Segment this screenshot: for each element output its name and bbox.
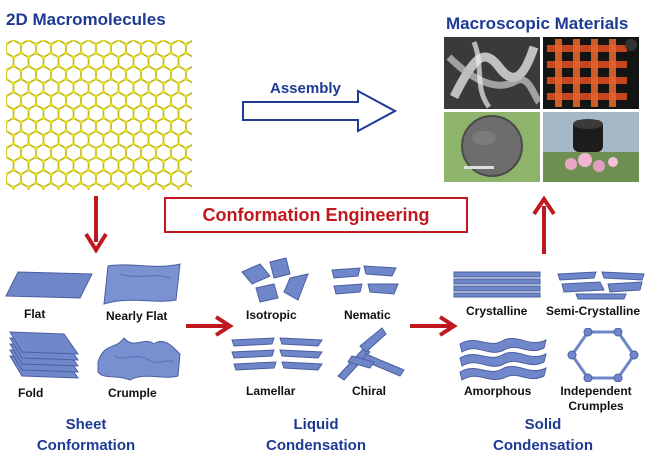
- solid-condensation-caption: Solid Condensation: [468, 414, 618, 456]
- right-arrow-2: [410, 315, 458, 337]
- nearly-flat-sheet-image: [103, 263, 181, 305]
- chiral-label: Chiral: [352, 384, 387, 398]
- independent-label-line2: Crumples: [568, 399, 624, 413]
- crystalline-image: [453, 271, 541, 298]
- fold-sheet-image: [9, 331, 79, 379]
- sheet-caption-line2: Conformation: [36, 437, 136, 454]
- title-macroscopic-materials: Macroscopic Materials: [446, 14, 629, 33]
- nematic-image: [331, 265, 399, 295]
- independent-crumples-label: Independent Crumples: [548, 384, 644, 414]
- assembly-label: Assembly: [270, 80, 341, 97]
- independent-label-line1: Independent: [560, 384, 632, 398]
- amorphous-image: [459, 338, 547, 381]
- right-arrow-1: [186, 315, 234, 337]
- lamellar-image: [231, 337, 323, 371]
- chiral-image: [337, 327, 405, 381]
- crystalline-label: Crystalline: [466, 304, 528, 318]
- assembly-arrow: [242, 89, 398, 133]
- solid-caption-line2: Condensation: [493, 437, 593, 454]
- independent-crumples-image: [567, 328, 639, 382]
- sheet-conformation-caption: Sheet Conformation: [26, 414, 146, 456]
- photo-disc-film: [444, 112, 540, 182]
- photo-fiber-knot: [444, 37, 540, 109]
- liquid-condensation-caption: Liquid Condensation: [246, 414, 386, 456]
- nematic-label: Nematic: [344, 308, 391, 322]
- fold-label: Fold: [18, 386, 44, 400]
- sheet-caption-line1: Sheet: [65, 416, 107, 433]
- crumple-sheet-image: [97, 337, 181, 381]
- semi-crystalline-label: Semi-Crystalline: [546, 304, 641, 318]
- title-2d-macromolecules: 2D Macromolecules: [6, 10, 166, 29]
- flat-label: Flat: [24, 307, 46, 321]
- conformation-engineering-box: Conformation Engineering: [164, 197, 468, 233]
- crumple-label: Crumple: [108, 386, 157, 400]
- conformation-engineering-label: Conformation Engineering: [202, 205, 430, 225]
- isotropic-image: [241, 257, 309, 303]
- lamellar-label: Lamellar: [246, 384, 296, 398]
- liquid-caption-line2: Condensation: [266, 437, 366, 454]
- isotropic-label: Isotropic: [246, 308, 297, 322]
- down-arrow: [84, 196, 108, 254]
- semi-crystalline-image: [557, 271, 645, 300]
- up-arrow: [532, 196, 556, 254]
- solid-caption-line1: Solid: [524, 416, 562, 433]
- amorphous-label: Amorphous: [464, 384, 532, 398]
- photo-aerogel-on-flower: [543, 112, 639, 182]
- nearly-flat-label: Nearly Flat: [106, 309, 168, 323]
- liquid-caption-line1: Liquid: [293, 416, 339, 433]
- flat-sheet-image: [5, 271, 93, 299]
- photo-woven-fabric: [543, 37, 639, 109]
- hexagonal-lattice-image: [6, 40, 192, 190]
